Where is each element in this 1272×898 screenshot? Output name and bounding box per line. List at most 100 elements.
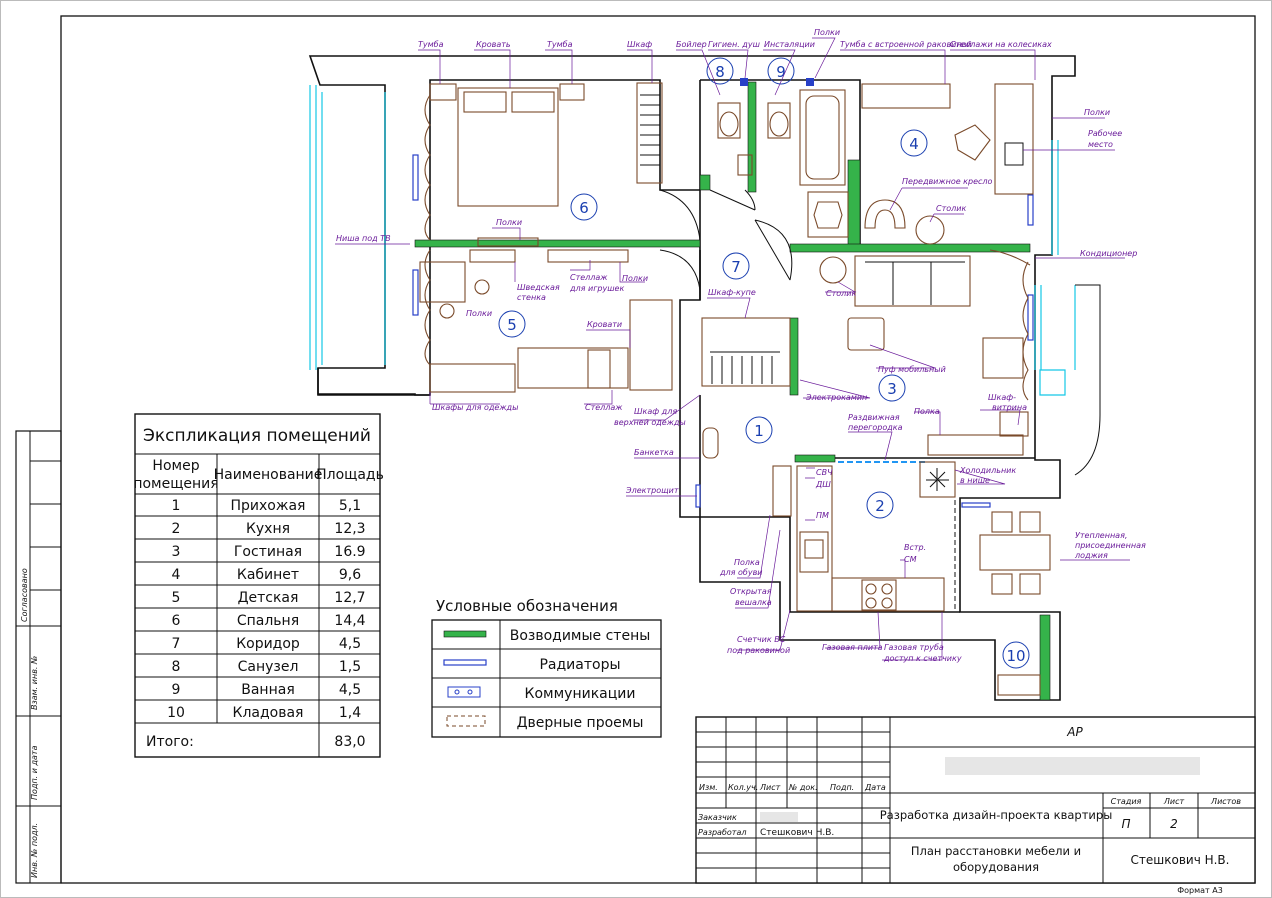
stamp-original-inv: Инв. № подл. xyxy=(30,823,39,878)
label-installations: Инсталяции xyxy=(764,40,815,49)
dining-chair-3 xyxy=(991,573,1013,595)
burner-3 xyxy=(865,597,877,609)
balcony-outline xyxy=(1074,284,1101,476)
stamp-approved: Согласовано xyxy=(20,568,29,622)
svg-text:12,7: 12,7 xyxy=(334,590,365,606)
tb-customer-label: Заказчик xyxy=(698,813,737,822)
label-hanger-2: вешалка xyxy=(735,598,772,607)
label-tv-niche: Ниша под ТВ xyxy=(336,234,391,243)
label-shelves-kids-1: Полки xyxy=(622,274,648,283)
col-area: Площадь xyxy=(316,467,384,483)
label-side-table-1: Столик xyxy=(936,204,966,213)
label-shelf-living: Полка xyxy=(914,407,940,416)
author-name: Стешкович Н.В. xyxy=(1131,853,1230,867)
tb-header-kolvo: Кол.уч. xyxy=(728,783,758,792)
svg-text:9: 9 xyxy=(776,63,786,81)
pillow-2 xyxy=(511,91,555,113)
bathtub xyxy=(799,89,846,186)
legend-item-radiators: Радиаторы xyxy=(539,657,620,673)
tb-stage-header: Стадия xyxy=(1111,797,1142,806)
floor-plan xyxy=(308,55,1101,701)
sofa xyxy=(854,255,971,307)
label-outerwear-2: верхней одежды xyxy=(614,418,686,427)
tb-header-izm: Изм. xyxy=(699,783,718,792)
svg-text:4: 4 xyxy=(909,135,919,153)
curtain-kids xyxy=(424,249,431,366)
rolling-shelves xyxy=(861,83,951,109)
svg-text:1: 1 xyxy=(172,498,181,514)
svg-text:3: 3 xyxy=(887,380,897,398)
svg-text:9: 9 xyxy=(172,682,181,698)
label-vitrine-2: витрина xyxy=(992,403,1027,412)
stamp-sign-date: Подп. и дата xyxy=(30,745,39,800)
label-swedish-wall-1: Шведская xyxy=(517,283,560,292)
room-number-10: 10 xyxy=(1002,641,1030,669)
wardrobe xyxy=(636,82,663,184)
table-row: 10 Кладовая 1,4 xyxy=(167,705,361,721)
window-right xyxy=(1034,140,1076,370)
tb-developer-label: Разработал xyxy=(698,828,746,837)
svg-text:1,4: 1,4 xyxy=(339,705,361,721)
label-nightstand-2: Тумба xyxy=(547,40,573,49)
label-ottoman: Пуф мобильный xyxy=(878,365,946,374)
title-block: АР Изм. Кол.уч. Лист № док. Подп. Дата З… xyxy=(695,716,1256,895)
fridge-fan xyxy=(926,468,949,491)
label-washer-2: СМ xyxy=(904,555,917,564)
svg-text:4: 4 xyxy=(172,567,181,583)
label-oven: ДШ xyxy=(815,480,831,489)
svg-text:10: 10 xyxy=(1006,647,1025,665)
kids-beds xyxy=(517,347,629,389)
sink-cabinet xyxy=(807,191,849,238)
label-electric-panel: Электрощит xyxy=(625,486,679,495)
label-air-conditioner: Кондиционер xyxy=(1080,249,1137,258)
svg-text:Кладовая: Кладовая xyxy=(233,705,304,721)
svg-text:Кухня: Кухня xyxy=(246,521,290,537)
room-numbers: 1 2 3 4 5 6 7 8 9 10 xyxy=(498,57,1030,669)
comm-2 xyxy=(806,78,814,86)
svg-text:7: 7 xyxy=(731,258,741,276)
toy-shelf xyxy=(547,249,629,263)
new-wall-bath xyxy=(847,159,861,251)
label-shelves-bedroom: Полки xyxy=(496,218,522,227)
label-workplace-1: Рабочее xyxy=(1088,129,1122,138)
room-number-9: 9 xyxy=(767,57,795,85)
kitchen-sink-unit xyxy=(799,531,829,573)
kitchen-sink xyxy=(804,539,824,559)
storage-shelf xyxy=(997,674,1041,696)
label-gas-stove: Газовая плита xyxy=(822,643,883,652)
sink xyxy=(813,201,843,229)
label-sliding-partition-1: Раздвижная xyxy=(848,413,900,422)
room-number-5: 5 xyxy=(498,310,526,338)
toilet-1-bowl xyxy=(719,111,739,137)
label-shelves-right: Полки xyxy=(1084,108,1110,117)
svg-text:10: 10 xyxy=(167,705,185,721)
mobile-armchair xyxy=(864,199,906,229)
tb-sheet-header: Лист xyxy=(1163,797,1185,806)
wardrobe-coupe xyxy=(701,317,791,387)
wardrobe-hangers xyxy=(640,94,660,166)
svg-text:Прихожая: Прихожая xyxy=(231,498,306,514)
legend-door-swatch xyxy=(446,715,486,727)
label-water-meter-1: Счетчик ВС xyxy=(737,635,786,644)
kids-chair-2 xyxy=(439,303,455,319)
side-stamp: Согласовано Взам. инв. № Подп. и дата Ин… xyxy=(15,430,62,884)
label-vitrine-1: Шкаф- xyxy=(988,393,1016,402)
pillow-1 xyxy=(463,91,507,113)
label-clothes-wardrobes: Шкафы для одежды xyxy=(432,403,518,412)
nightstand-1 xyxy=(429,83,457,101)
label-shoe-shelf-2: для обуви xyxy=(719,568,762,577)
armchair-living xyxy=(982,337,1024,379)
legend-item-communications: Коммуникации xyxy=(525,686,636,702)
label-rolling-shelves: Стеллажи на колесиках xyxy=(950,40,1052,49)
legend-new-walls-swatch xyxy=(443,630,487,638)
room-number-2: 2 xyxy=(866,491,894,519)
svg-text:1,5: 1,5 xyxy=(339,659,361,675)
label-toy-shelf-1: Стеллаж xyxy=(570,273,608,282)
svg-text:Спальня: Спальня xyxy=(237,613,299,629)
label-kids-beds: Кровати xyxy=(587,320,622,329)
room-number-7: 7 xyxy=(722,252,750,280)
